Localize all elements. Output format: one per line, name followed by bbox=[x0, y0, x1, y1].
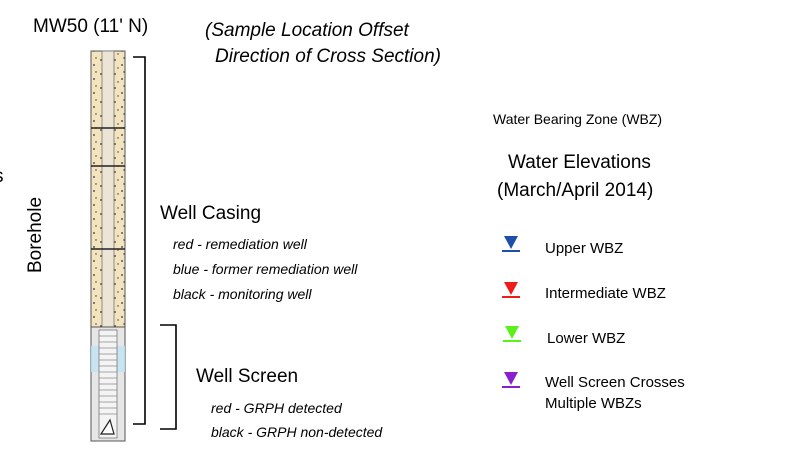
legend-multiple-wbz-line2: Multiple WBZs bbox=[545, 395, 642, 412]
well-casing-title: Well Casing bbox=[160, 203, 262, 224]
well-casing-column bbox=[90, 50, 126, 328]
borehole-cut-text: s bbox=[0, 166, 4, 188]
borehole-bracket bbox=[133, 56, 146, 425]
screen-legend-black: black - GRPH non-detected bbox=[211, 424, 383, 440]
offset-note-line2: Direction of Cross Section) bbox=[215, 46, 441, 67]
well-screen-column bbox=[90, 326, 126, 442]
screen-bracket bbox=[160, 324, 177, 430]
water-elevations-date: (March/April 2014) bbox=[497, 180, 654, 201]
legend-multiple-wbz-line1: Well Screen Crosses bbox=[545, 374, 685, 391]
water-elevations-title: Water Elevations bbox=[508, 152, 651, 173]
blue-triangle-icon bbox=[504, 236, 518, 249]
well-screen-title: Well Screen bbox=[196, 366, 299, 387]
casing-legend-blue: blue - former remediation well bbox=[173, 261, 358, 277]
wbz-label: Water Bearing Zone (WBZ) bbox=[493, 111, 663, 127]
green-triangle-icon bbox=[505, 326, 519, 339]
casing-legend-red: red - remediation well bbox=[173, 236, 307, 252]
legend-upper-wbz: Upper WBZ bbox=[545, 240, 624, 257]
legend-intermediate-wbz: Intermediate WBZ bbox=[545, 285, 666, 302]
wbz-legend-icons bbox=[502, 236, 521, 388]
legend-lower-wbz: Lower WBZ bbox=[547, 330, 626, 347]
purple-triangle-icon bbox=[504, 372, 518, 385]
offset-note-line1: (Sample Location Offset bbox=[205, 20, 409, 41]
casing-legend-black: black - monitoring well bbox=[173, 286, 312, 302]
well-bottom-cap bbox=[99, 418, 115, 435]
borehole-label: Borehole bbox=[25, 196, 46, 274]
red-triangle-icon bbox=[504, 282, 518, 295]
well-id-label: MW50 (11' N) bbox=[33, 16, 149, 37]
screen-legend-red: red - GRPH detected bbox=[211, 400, 342, 416]
